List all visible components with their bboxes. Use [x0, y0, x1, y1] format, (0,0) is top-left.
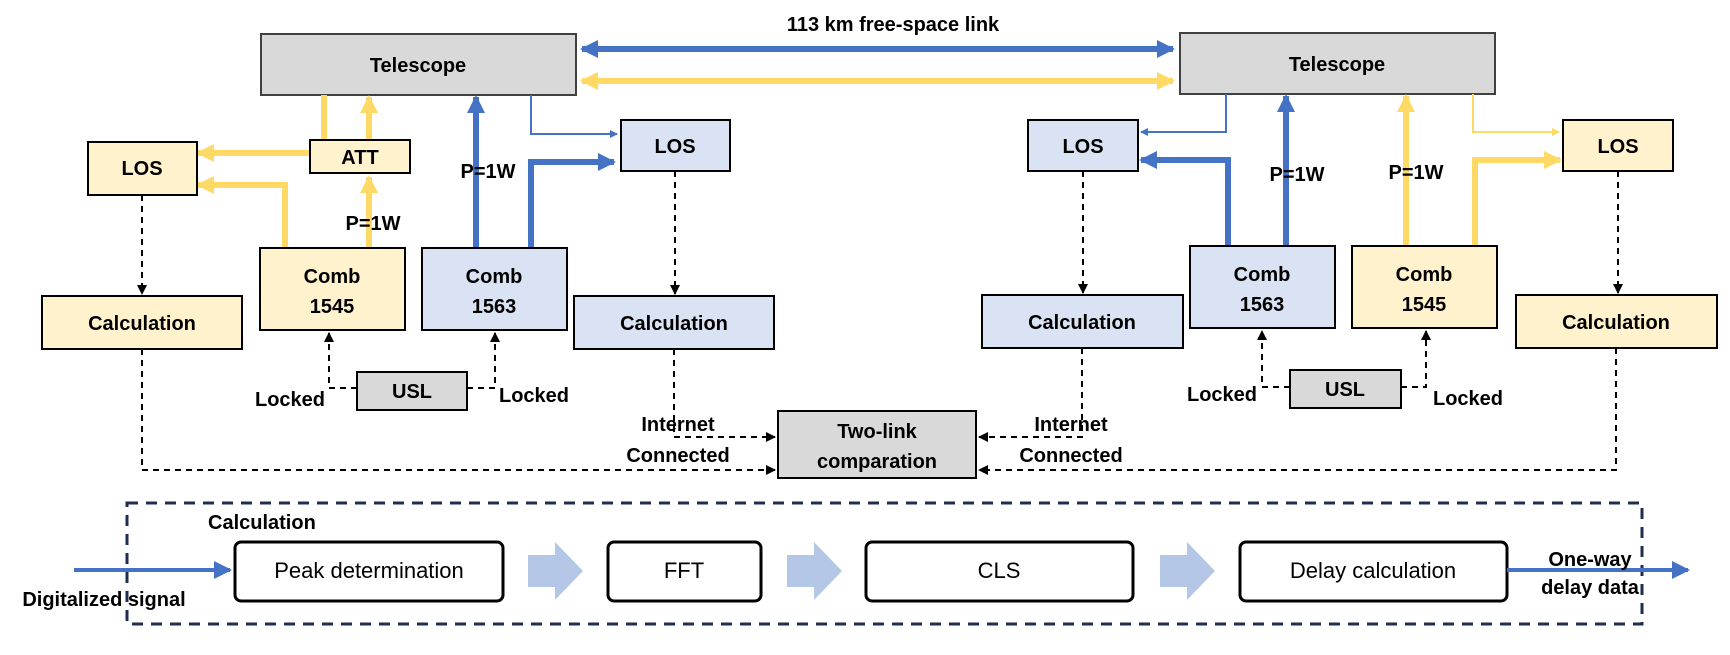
- right-los-yellow-label: LOS: [1597, 136, 1638, 158]
- left-los-yellow-label: LOS: [121, 158, 162, 180]
- right-power-yellow: P=1W: [1388, 162, 1443, 184]
- right-usl-box: [1289, 369, 1402, 409]
- left-power-blue: P=1W: [460, 161, 515, 183]
- right-calc-blue-label: Calculation: [1028, 312, 1136, 334]
- left-usl-box: [356, 371, 468, 411]
- left-calc-yellow-box: [41, 295, 243, 350]
- right-usl-label: USL: [1325, 379, 1365, 401]
- left-comb-1563-box: [421, 247, 568, 331]
- calculation-pipeline-frame: [125, 501, 1644, 626]
- right-yellow-comb-to-los: [1472, 151, 1562, 246]
- left-internet-line2: Connected: [626, 445, 729, 467]
- left-los-blue-box: [620, 119, 731, 172]
- left-internet-line1: Internet: [641, 414, 715, 436]
- left-att-box: [309, 139, 411, 174]
- right-los-blue-label: LOS: [1062, 136, 1103, 158]
- right-comb-1545-line2: 1545: [1402, 294, 1447, 316]
- step-peak-determination-label: Peak determination: [274, 558, 464, 583]
- left-comb-1545-line1: Comb: [304, 266, 361, 288]
- comparison-line2: comparation: [817, 451, 937, 473]
- left-dash-calc-blue-to-comparison: [673, 349, 776, 442]
- left-comb-1545-line2: 1545: [310, 296, 355, 318]
- pipeline-title: Calculation: [208, 512, 316, 534]
- left-power-yellow: P=1W: [345, 213, 400, 235]
- right-blue-comb-to-los: [1139, 151, 1231, 246]
- right-dash-usl-to-comb-1563: [1257, 330, 1290, 388]
- right-calc-yellow-label: Calculation: [1562, 312, 1670, 334]
- step-cls-label: CLS: [978, 558, 1021, 583]
- left-locked-left: Locked: [255, 389, 325, 411]
- right-comb-1563-line1: Comb: [1234, 264, 1291, 286]
- right-dash-calc-blue-to-comparison: [978, 348, 1083, 442]
- left-calc-yellow-label: Calculation: [88, 313, 196, 335]
- left-comb-1563-line1: Comb: [466, 266, 523, 288]
- left-locked-right: Locked: [499, 385, 569, 407]
- step-arrow-3: [1160, 542, 1215, 600]
- step-arrow-2: [787, 542, 842, 600]
- left-dash-usl-to-comb-1563: [467, 332, 500, 389]
- right-comb-1563-line2: 1563: [1240, 294, 1285, 316]
- output-label-line1: One-way: [1548, 549, 1632, 571]
- left-calc-blue-box: [573, 295, 775, 350]
- step-delay-calculation-label: Delay calculation: [1290, 558, 1456, 583]
- right-internet-line1: Internet: [1034, 414, 1108, 436]
- left-los-blue-label: LOS: [654, 136, 695, 158]
- step-cls: [864, 540, 1135, 603]
- left-telescope-label: Telescope: [370, 55, 466, 77]
- right-los-blue-box: [1027, 119, 1139, 172]
- right-calc-yellow-box: [1515, 294, 1718, 349]
- right-comb-1545-box: [1351, 245, 1498, 329]
- two-link-comparison-box: [777, 410, 977, 479]
- right-telescope-box: [1179, 32, 1496, 95]
- left-yellow-comb-to-los: [196, 176, 288, 248]
- left-att-label: ATT: [341, 147, 378, 169]
- right-calc-blue-box: [981, 294, 1184, 349]
- right-los-yellow-box: [1562, 119, 1674, 172]
- left-comb-1563-line2: 1563: [472, 296, 517, 318]
- left-usl-label: USL: [392, 381, 432, 403]
- step-peak-determination: [233, 540, 505, 603]
- step-fft: [606, 540, 763, 603]
- left-calc-blue-label: Calculation: [620, 313, 728, 335]
- right-comb-1563-box: [1189, 245, 1336, 329]
- right-power-blue: P=1W: [1269, 164, 1324, 186]
- right-dash-usl-to-comb-1545: [1401, 330, 1431, 388]
- right-telescope-label: Telescope: [1289, 54, 1385, 76]
- left-blue-comb-to-los: [528, 153, 616, 248]
- input-signal-label: Digitalized signal: [22, 589, 185, 611]
- comparison-line1: Two-link: [837, 421, 917, 443]
- right-comb-1545-line1: Comb: [1396, 264, 1453, 286]
- left-telescope-box: [260, 33, 577, 96]
- step-fft-label: FFT: [664, 558, 704, 583]
- right-internet-line2: Connected: [1019, 445, 1122, 467]
- right-yellow-telescope-to-los: [1472, 94, 1560, 136]
- left-blue-telescope-to-los: [530, 95, 618, 138]
- link-label: 113 km free-space link: [787, 14, 1000, 36]
- left-comb-1545-box: [259, 247, 406, 331]
- right-dash-calc-yellow-to-comparison: [978, 348, 1617, 475]
- right-locked-right: Locked: [1433, 388, 1503, 410]
- output-label-line2: delay data: [1541, 577, 1640, 599]
- right-locked-left: Locked: [1187, 384, 1257, 406]
- left-dash-usl-to-comb-1545: [324, 332, 357, 389]
- left-dash-calc-yellow-to-comparison: [141, 349, 776, 475]
- step-arrow-1: [528, 542, 583, 600]
- right-blue-telescope-to-los: [1140, 94, 1227, 136]
- left-los-yellow-box: [87, 141, 198, 196]
